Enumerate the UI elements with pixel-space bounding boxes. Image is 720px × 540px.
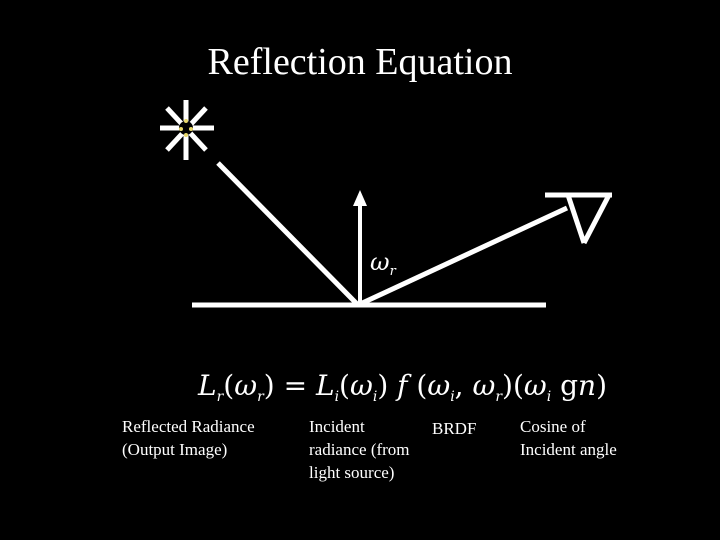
sun-icon — [160, 100, 214, 160]
incident-radiance-label: Incident radiance (from light source) — [309, 417, 410, 482]
brdf-label: BRDF — [432, 419, 477, 438]
eye-icon — [545, 192, 612, 245]
reflection-equation: Lr(ωr) = Li(ωi) f (ωi, ωr)(ωi gn) — [197, 369, 607, 405]
slide-title: Reflection Equation — [207, 41, 513, 83]
incident-ray — [216, 161, 360, 307]
reflected-ray — [356, 205, 569, 308]
omega-r-label: ωr — [370, 248, 397, 279]
cosine-label: Cosine of Incident angle — [520, 417, 617, 459]
normal-arrow-head — [353, 190, 367, 206]
reflected-radiance-label: Reflected Radiance (Output Image) — [122, 417, 255, 459]
